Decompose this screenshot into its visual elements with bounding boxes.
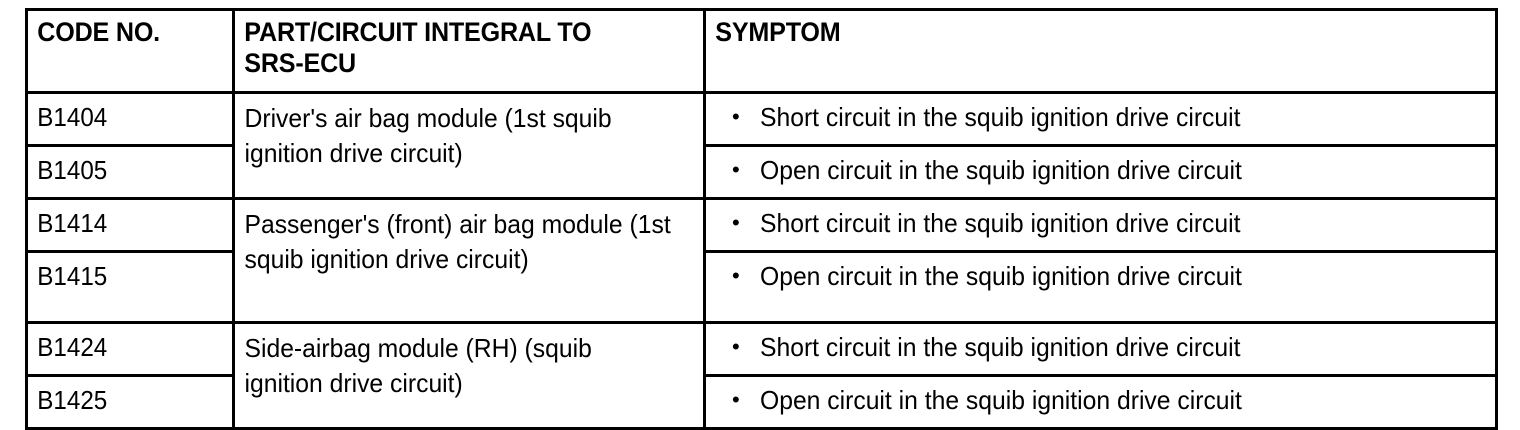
symptom-text: Short circuit in the squib ignition driv… <box>760 102 1241 132</box>
header-cell-part: PART/CIRCUIT INTEGRAL TO SRS-ECU <box>232 8 706 94</box>
table-header: CODE NO. PART/CIRCUIT INTEGRAL TO SRS-EC… <box>25 8 1498 94</box>
header-cell-symptom: SYMPTOM <box>703 8 1498 94</box>
table-row: B1414 Passenger's (front) air bag module… <box>25 197 1498 324</box>
cell-code: B1405 <box>25 144 235 200</box>
table-body: B1404 Driver's air bag module (1st squib… <box>25 91 1498 430</box>
cell-symptom: • Open circuit in the squib ignition dri… <box>703 144 1498 200</box>
cell-code: B1404 <box>25 91 235 147</box>
cell-symptom: • Short circuit in the squib ignition dr… <box>703 197 1498 253</box>
bullet-icon: • <box>732 157 740 182</box>
cell-code: B1415 <box>25 250 235 324</box>
symptom-text: Open circuit in the squib ignition drive… <box>760 385 1242 415</box>
bullet-icon: • <box>732 334 740 359</box>
dtc-table: CODE NO. PART/CIRCUIT INTEGRAL TO SRS-EC… <box>25 8 1498 430</box>
table-row: B1404 Driver's air bag module (1st squib… <box>25 91 1498 200</box>
cell-code: B1425 <box>25 374 235 430</box>
symptom-text: Short circuit in the squib ignition driv… <box>760 332 1241 362</box>
symptom-text: Short circuit in the squib ignition driv… <box>760 208 1241 238</box>
part-description: Side-airbag module (RH) (squib ignition … <box>244 333 592 398</box>
symptom-text: Open circuit in the squib ignition drive… <box>760 155 1242 185</box>
table-row: B1415 • Open circuit in the squib igniti… <box>25 250 1498 324</box>
code-value: B1405 <box>37 155 108 185</box>
table-header-row: CODE NO. PART/CIRCUIT INTEGRAL TO SRS-EC… <box>25 8 1498 94</box>
symptom-text: Open circuit in the squib ignition drive… <box>760 261 1242 291</box>
part-description: Driver's air bag module (1st squib ignit… <box>244 103 612 168</box>
cell-symptom: • Short circuit in the squib ignition dr… <box>703 91 1498 147</box>
cell-part: Driver's air bag module (1st squib ignit… <box>232 91 706 200</box>
header-label-symptom: SYMPTOM <box>715 17 841 47</box>
cell-symptom: • Open circuit in the squib ignition dri… <box>703 374 1498 430</box>
part-description: Passenger's (front) air bag module (1st … <box>244 209 671 274</box>
table-row: B1424 Side-airbag module (RH) (squib ign… <box>25 321 1498 430</box>
cell-symptom: • Open circuit in the squib ignition dri… <box>703 250 1498 324</box>
code-value: B1425 <box>37 385 108 415</box>
code-value: B1414 <box>37 208 108 238</box>
cell-symptom: • Short circuit in the squib ignition dr… <box>703 321 1498 377</box>
code-value: B1404 <box>37 102 108 132</box>
header-label-part: PART/CIRCUIT INTEGRAL TO SRS-ECU <box>244 17 592 78</box>
bullet-icon: • <box>732 387 740 412</box>
cell-code: B1424 <box>25 321 235 377</box>
cell-part: Side-airbag module (RH) (squib ignition … <box>232 321 706 430</box>
bullet-icon: • <box>732 104 740 129</box>
header-label-code: CODE NO. <box>37 17 160 47</box>
document-page: CODE NO. PART/CIRCUIT INTEGRAL TO SRS-EC… <box>25 8 1498 430</box>
code-value: B1424 <box>37 332 108 362</box>
bullet-icon: • <box>732 210 740 235</box>
header-cell-code: CODE NO. <box>25 8 235 94</box>
cell-part: Passenger's (front) air bag module (1st … <box>232 197 706 324</box>
bullet-icon: • <box>732 263 740 288</box>
table-row: B1405 • Open circuit in the squib igniti… <box>25 144 1498 200</box>
cell-code: B1414 <box>25 197 235 253</box>
code-value: B1415 <box>37 261 108 291</box>
